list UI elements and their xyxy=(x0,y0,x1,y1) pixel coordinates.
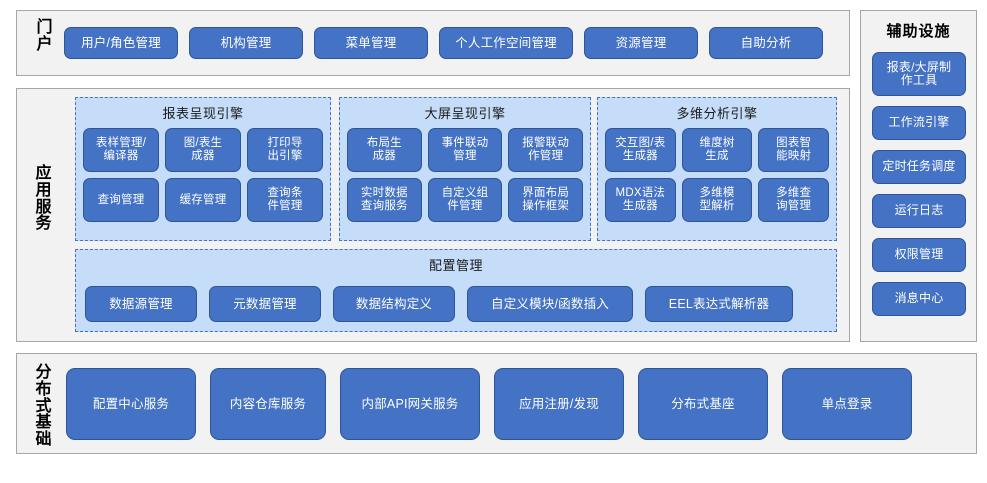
report-engine-button-4[interactable]: 查询管理 xyxy=(83,178,159,222)
screen-engine-button-5[interactable]: 自定义组 件管理 xyxy=(427,178,503,222)
olap-engine-button-2[interactable]: 维度树 生成 xyxy=(681,128,753,172)
screen-engine-button-3[interactable]: 报警联动 作管理 xyxy=(508,128,583,172)
portal-button-6[interactable]: 自助分析 xyxy=(709,27,823,59)
distributed-base-button-5[interactable]: 分布式基座 xyxy=(638,367,768,440)
config-button-4[interactable]: 自定义模块/函数插入 xyxy=(467,286,633,322)
portal-button-1[interactable]: 用户/角色管理 xyxy=(64,27,178,59)
report-engine-button-3[interactable]: 打印导 出引擎 xyxy=(247,128,323,172)
screen-engine-panel: 大屏呈现引擎 布局生 成器事件联动 管理报警联动 作管理实时数据 查询服务自定义… xyxy=(339,97,591,241)
auxiliary-button-list: 报表/大屏制 作工具工作流引擎定时任务调度运行日志权限管理消息中心 xyxy=(872,52,966,316)
report-engine-button-6[interactable]: 查询条 件管理 xyxy=(247,178,323,222)
report-engine-title: 报表呈现引擎 xyxy=(162,106,244,121)
config-button-1[interactable]: 数据源管理 xyxy=(85,286,197,322)
config-management-title: 配置管理 xyxy=(428,258,483,273)
report-engine-panel: 报表呈现引擎 表样管理/ 编译器图/表生 成器打印导 出引擎查询管理缓存管理查询… xyxy=(75,97,331,241)
auxiliary-button-5[interactable]: 权限管理 xyxy=(872,238,966,272)
olap-engine-button-5[interactable]: 多维模 型解析 xyxy=(681,178,753,222)
config-button-5[interactable]: EEL表达式解析器 xyxy=(645,286,793,322)
report-engine-grid: 表样管理/ 编译器图/表生 成器打印导 出引擎查询管理缓存管理查询条 件管理 xyxy=(76,122,330,229)
auxiliary-button-2[interactable]: 工作流引擎 xyxy=(872,106,966,140)
distributed-base-button-6[interactable]: 单点登录 xyxy=(782,367,912,440)
report-engine-button-1[interactable]: 表样管理/ 编译器 xyxy=(83,128,159,172)
portal-button-5[interactable]: 资源管理 xyxy=(584,27,698,59)
olap-engine-button-3[interactable]: 图表智 能映射 xyxy=(758,128,829,172)
distributed-base-button-4[interactable]: 应用注册/发现 xyxy=(494,367,624,440)
screen-engine-button-2[interactable]: 事件联动 管理 xyxy=(427,128,503,172)
report-engine-button-2[interactable]: 图/表生 成器 xyxy=(165,128,241,172)
application-services-label: 应 用 服 务 xyxy=(35,165,53,233)
config-button-3[interactable]: 数据结构定义 xyxy=(333,286,455,322)
olap-engine-button-6[interactable]: 多维查 询管理 xyxy=(758,178,829,222)
screen-engine-button-6[interactable]: 界面布局 操作框架 xyxy=(508,178,583,222)
auxiliary-button-6[interactable]: 消息中心 xyxy=(872,282,966,316)
auxiliary-button-4[interactable]: 运行日志 xyxy=(872,194,966,228)
auxiliary-section-title: 辅助设施 xyxy=(886,23,951,40)
portal-button-4[interactable]: 个人工作空间管理 xyxy=(439,27,573,59)
auxiliary-button-1[interactable]: 报表/大屏制 作工具 xyxy=(872,52,966,96)
screen-engine-grid: 布局生 成器事件联动 管理报警联动 作管理实时数据 查询服务自定义组 件管理界面… xyxy=(340,122,590,229)
portal-button-3[interactable]: 菜单管理 xyxy=(314,27,428,59)
screen-engine-title: 大屏呈现引擎 xyxy=(424,106,506,121)
config-button-2[interactable]: 元数据管理 xyxy=(209,286,321,322)
auxiliary-button-3[interactable]: 定时任务调度 xyxy=(872,150,966,184)
distributed-base-button-3[interactable]: 内部API网关服务 xyxy=(340,367,480,440)
distributed-base-button-row: 配置中心服务内容仓库服务内部API网关服务应用注册/发现分布式基座单点登录 xyxy=(66,366,968,441)
config-management-button-row: 数据源管理元数据管理数据结构定义自定义模块/函数插入 EEL表达式解析器 xyxy=(85,285,829,323)
olap-engine-button-4[interactable]: MDX语法 生成器 xyxy=(605,178,676,222)
report-engine-button-5[interactable]: 缓存管理 xyxy=(165,178,241,222)
distributed-base-button-1[interactable]: 配置中心服务 xyxy=(66,367,196,440)
olap-engine-grid: 交互图/表 生成器维度树 生成图表智 能映射 MDX语法 生成器多维模 型解析多维… xyxy=(598,122,836,229)
screen-engine-button-1[interactable]: 布局生 成器 xyxy=(347,128,422,172)
distributed-base-label: 分 布 式 基 础 xyxy=(35,364,53,449)
portal-section-label: 门 户 xyxy=(36,19,54,53)
portal-button-2[interactable]: 机构管理 xyxy=(189,27,303,59)
olap-engine-title: 多维分析引擎 xyxy=(676,106,758,121)
portal-button-row: 用户/角色管理机构管理菜单管理个人工作空间管理资源管理自助分析 xyxy=(64,24,836,62)
olap-engine-button-1[interactable]: 交互图/表 生成器 xyxy=(605,128,676,172)
distributed-base-button-2[interactable]: 内容仓库服务 xyxy=(210,367,326,440)
screen-engine-button-4[interactable]: 实时数据 查询服务 xyxy=(347,178,422,222)
